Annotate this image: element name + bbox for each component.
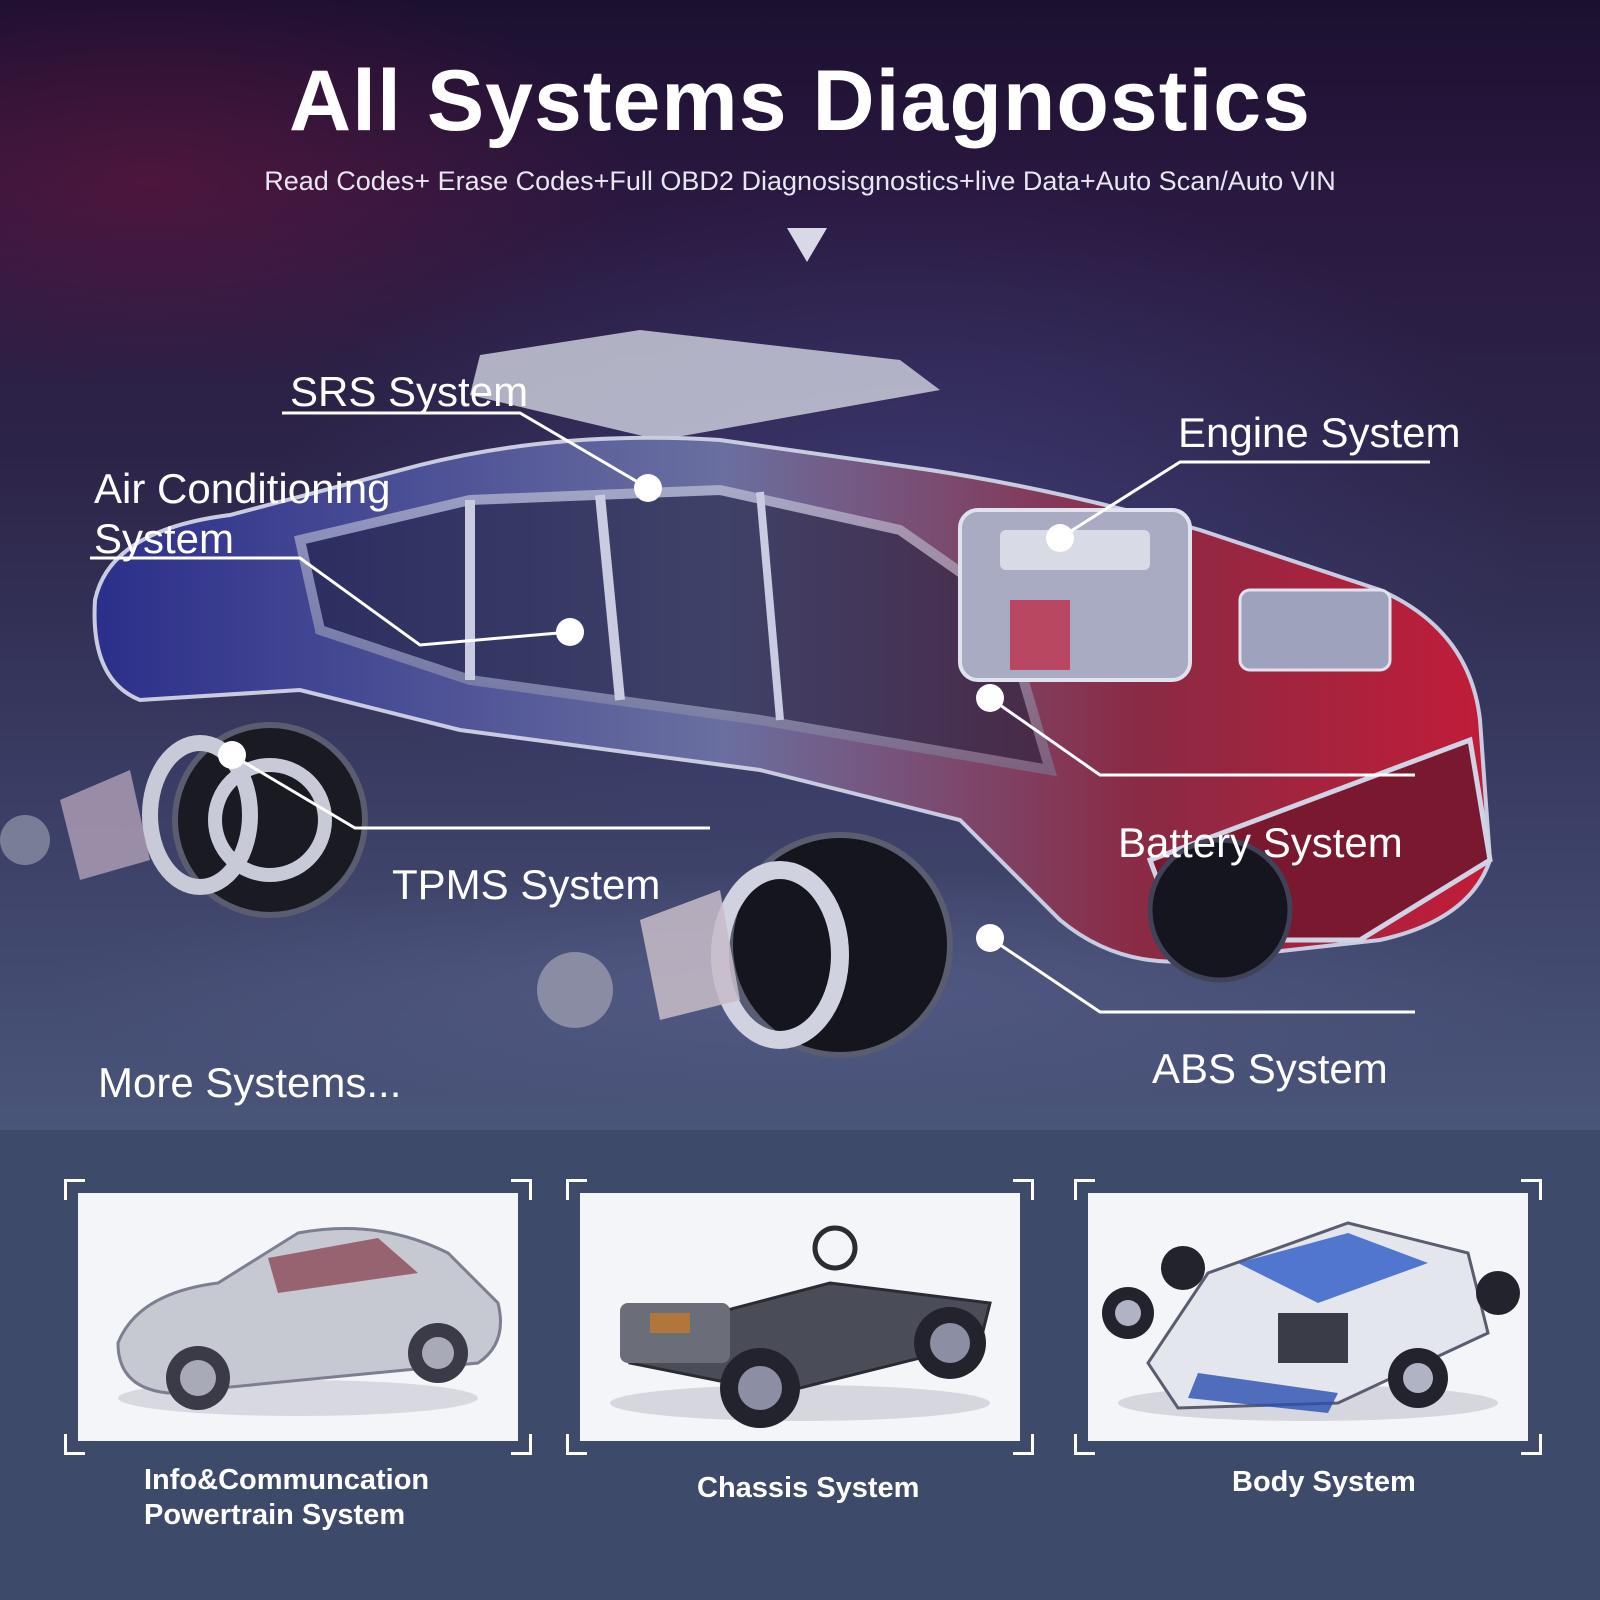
callout-engine: Engine System — [1178, 409, 1461, 456]
wheel-rear-left — [172, 722, 368, 918]
dot-tpms — [218, 741, 246, 769]
triangle-down-icon — [787, 228, 827, 262]
frame-corner — [511, 1434, 532, 1455]
engine-part — [1238, 588, 1392, 672]
dot-air-conditioning — [556, 618, 584, 646]
card-image-sports-car — [78, 1193, 518, 1441]
engine-red-part — [1010, 600, 1070, 670]
car-xray-illustration — [0, 330, 1560, 1110]
page-subtitle: Read Codes+ Erase Codes+Full OBD2 Diagno… — [264, 166, 1336, 196]
wheel-rear-exploded — [0, 735, 258, 895]
cabin-frame — [294, 484, 1058, 777]
frame-corner — [1521, 1179, 1542, 1200]
callout-battery: Battery System — [1118, 819, 1403, 866]
card-body — [1074, 1179, 1542, 1455]
engine-cover — [1000, 530, 1150, 570]
frame-corner — [511, 1179, 532, 1200]
card-image-chassis — [580, 1193, 1020, 1441]
callout-abs: ABS System — [1152, 1045, 1388, 1092]
roof-panel — [470, 330, 940, 440]
card-info-powertrain — [64, 1179, 532, 1455]
card-chassis — [566, 1179, 1034, 1455]
frame-corner — [1013, 1434, 1034, 1455]
wheel-front-right — [1147, 837, 1293, 983]
frame-corner — [566, 1179, 587, 1200]
dot-engine — [1046, 524, 1074, 552]
frame-corner — [64, 1179, 85, 1200]
dot-abs — [976, 924, 1004, 952]
callout-tpms: TPMS System — [392, 861, 661, 908]
card-label-chassis: Chassis System — [697, 1472, 920, 1504]
callout-air-conditioning-line1: Air Conditioning — [94, 465, 391, 512]
dot-battery — [976, 684, 1004, 712]
card-label-info-line1: Info&Communcation — [144, 1464, 430, 1496]
frame-corner — [1013, 1179, 1034, 1200]
frame-corner — [566, 1434, 587, 1455]
frame-corner — [1521, 1434, 1542, 1455]
frame-corner — [1074, 1179, 1095, 1200]
b-pillar — [595, 494, 625, 701]
card-image-body — [1088, 1193, 1528, 1441]
callout-more-systems: More Systems... — [98, 1059, 402, 1106]
callout-srs: SRS System — [290, 368, 529, 415]
page-title: All Systems Diagnostics — [289, 53, 1311, 149]
dot-srs — [634, 474, 662, 502]
leader-lines — [90, 411, 1430, 1014]
card-label-info-line2: Powertrain System — [144, 1499, 406, 1531]
frame-corner — [64, 1434, 85, 1455]
frame-corner — [1074, 1434, 1095, 1455]
callout-air-conditioning-line2: System — [94, 515, 235, 562]
wheel-front-left — [537, 832, 953, 1058]
c-pillar — [756, 491, 784, 721]
card-label-body: Body System — [1232, 1466, 1416, 1498]
callout-dots — [218, 474, 1074, 952]
